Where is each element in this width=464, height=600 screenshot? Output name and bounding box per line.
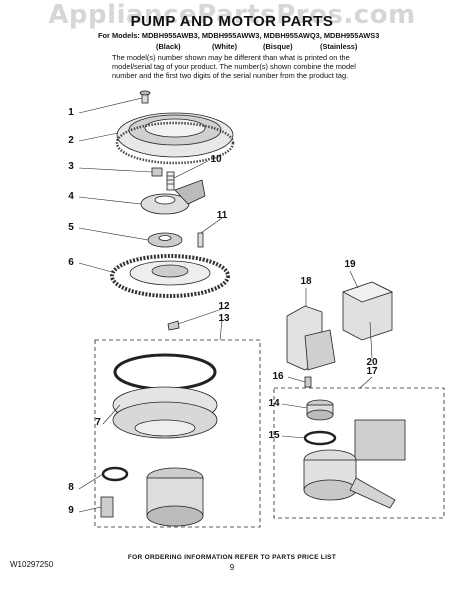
callout-3: 3 [68,161,74,172]
callout-18: 18 [300,276,312,287]
callout-10: 10 [210,154,222,165]
part-sump [112,353,218,439]
callout-7: 7 [95,417,101,428]
document-number: W10297250 [10,560,54,569]
callout-4: 4 [68,191,74,202]
part-cap-14 [306,399,334,421]
model-note: The model(s) number shown may be differe… [112,53,356,80]
assembly-box-17 [273,387,445,519]
color-white: (White) [212,42,238,51]
callout-9: 9 [68,505,74,516]
part-screw-11 [197,232,204,248]
part-spring [166,171,175,191]
part-sensor-9 [100,496,114,518]
callout-15: 15 [268,430,280,441]
part-pump-motor [303,419,406,509]
callout-19: 19 [344,259,356,270]
callout-17: 17 [366,366,378,377]
color-black: (Black) [156,42,181,51]
part-chopper-housing [140,179,206,215]
callout-8: 8 [68,482,74,493]
watermark: AppliancePartsPros.com [48,0,416,30]
callout-6: 6 [68,257,74,268]
part-screw-top [139,90,151,104]
assembly-box-13 [94,339,261,528]
part-small-12 [167,320,180,331]
part-box-19 [341,281,394,341]
part-seal-ring-8 [101,466,129,482]
color-bisque: (Bisque) [263,42,293,51]
part-impeller [147,232,183,248]
part-ring-15 [303,430,337,446]
models-line: For Models: MDBH955AWB3, MDBH955AWW3, MD… [98,31,380,40]
page-title: PUMP AND MOTOR PARTS [130,13,334,30]
part-ribbed-ring [110,254,230,298]
callout-13: 13 [218,313,230,324]
callout-11: 11 [216,210,228,221]
part-filter-cover [115,112,235,165]
color-stainless: (Stainless) [320,42,358,51]
callout-20: 20 [366,357,378,368]
ordering-info: FOR ORDERING INFORMATION REFER TO PARTS … [127,554,337,561]
callout-5: 5 [68,222,74,233]
part-motor-lower [146,467,204,527]
page-number: 9 [229,563,235,572]
part-nut [151,167,163,177]
part-bracket-18 [286,305,336,371]
part-screw-16 [304,376,312,388]
callout-16: 16 [272,371,284,382]
callout-14: 14 [268,398,280,409]
callout-1: 1 [68,107,74,118]
callout-12: 12 [218,301,230,312]
callout-2: 2 [68,135,74,146]
